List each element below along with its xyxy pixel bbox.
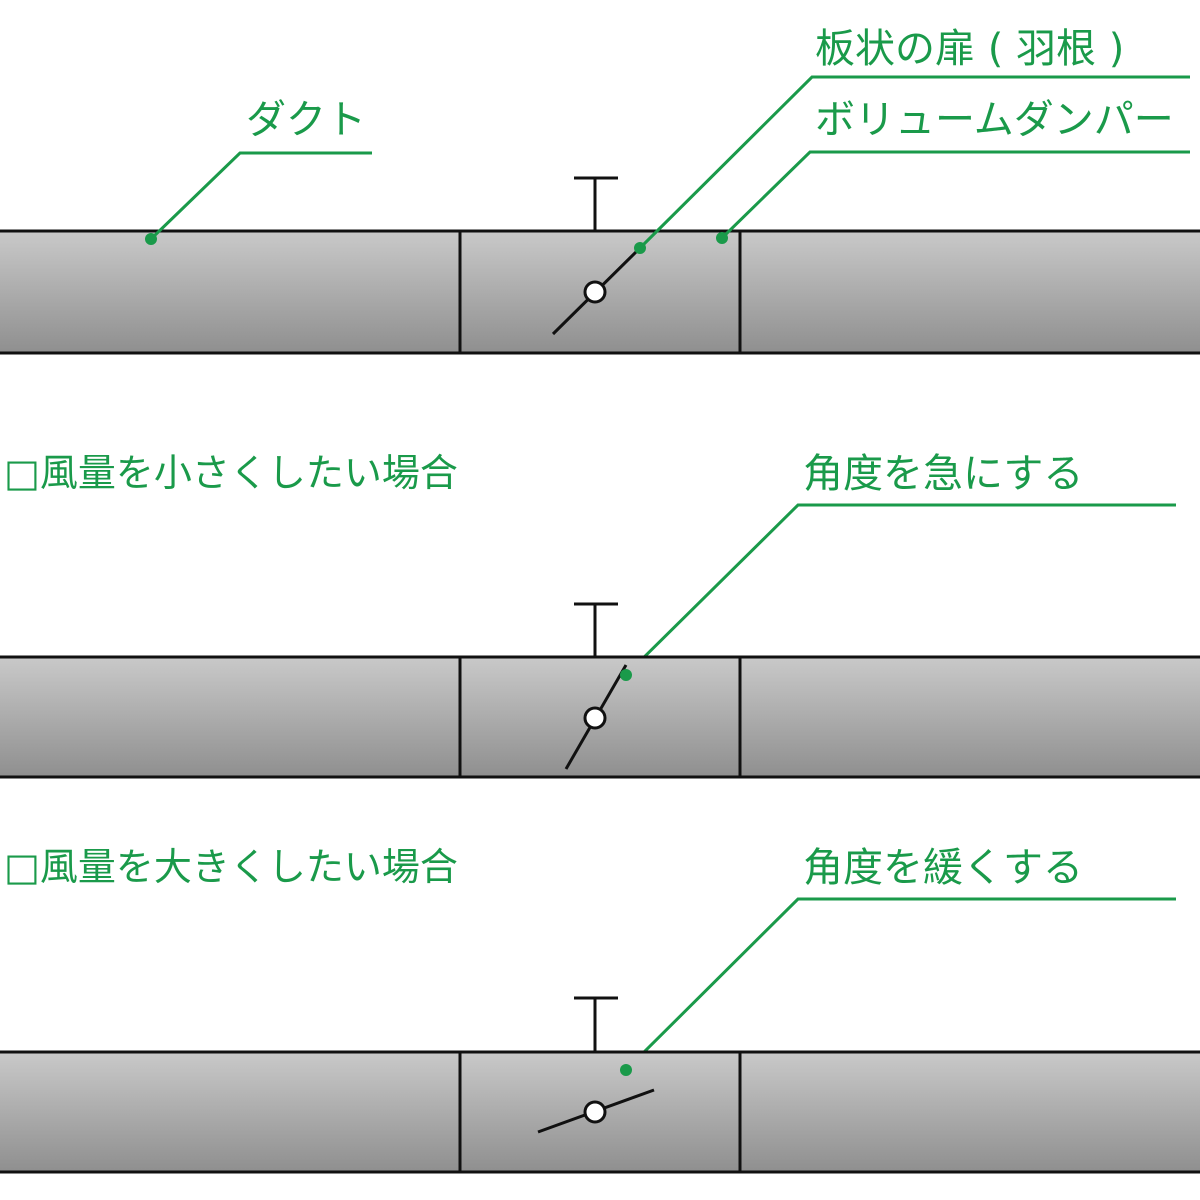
damper-leader-dot (716, 232, 728, 244)
panel-reduce-airflow: □風量を小さくしたい場合 角度を急にする (0, 451, 1200, 779)
blade-pivot (583, 706, 607, 730)
increase-airflow-heading: □風量を大きくしたい場合 (4, 845, 458, 889)
damper-leader-line (720, 150, 1190, 240)
duct-left (0, 229, 462, 355)
gentler-label: 角度を緩くする (803, 845, 1083, 891)
blade-leader-line (638, 75, 1190, 250)
blade-label: 板状の扉 ( 羽根 ) (815, 26, 1124, 72)
panel-overview: ダクト 板状の扉 ( 羽根 ) ボリュームダンパー (0, 26, 1200, 355)
gentler-leader-dot (620, 1064, 632, 1076)
duct-right (738, 229, 1200, 355)
panel-increase-airflow: □風量を大きくしたい場合 角度を緩くする (0, 845, 1200, 1174)
duct-right (738, 655, 1200, 779)
blade-leader-dot (634, 242, 646, 254)
steeper-leader-dot (620, 669, 632, 681)
duct-right (738, 1050, 1200, 1174)
duct-leader-dot (145, 233, 157, 245)
steeper-label: 角度を急にする (803, 451, 1083, 497)
blade-pivot (583, 1100, 607, 1124)
blade-pivot (583, 280, 607, 304)
gentler-leader-line (624, 897, 1176, 1072)
steeper-leader-line (624, 503, 1176, 677)
duct-leader-line (149, 151, 372, 241)
reduce-airflow-heading: □風量を小さくしたい場合 (4, 451, 458, 495)
volume-damper-label: ボリュームダンパー (815, 97, 1174, 143)
duct-left (0, 1050, 462, 1174)
duct-label: ダクト (246, 97, 366, 143)
duct-left (0, 655, 462, 779)
